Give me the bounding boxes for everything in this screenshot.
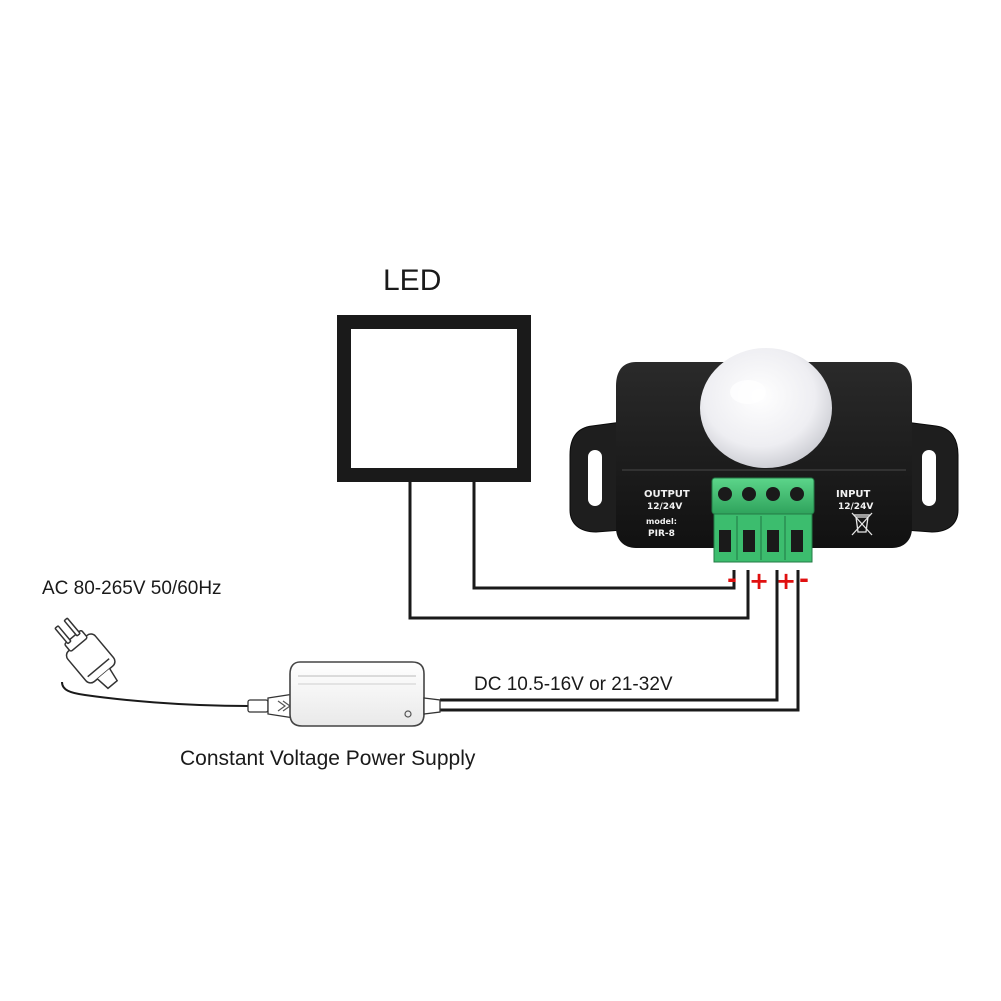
output-title: OUTPUT [644, 489, 690, 500]
wire-led-positive [408, 479, 750, 620]
crossed-bin-icon [851, 512, 873, 536]
terminal-screw-2 [742, 487, 756, 501]
polarity-t2: + [749, 567, 769, 595]
led-panel [337, 315, 531, 482]
terminal-screw-1 [718, 487, 732, 501]
power-supply-label: Constant Voltage Power Supply [180, 747, 476, 770]
power-supply [247, 661, 441, 727]
input-voltage: 12/24V [838, 502, 873, 512]
pir-dome [700, 348, 832, 468]
terminal-screw-4 [790, 487, 804, 501]
sensor-slot-left [588, 450, 602, 506]
output-voltage: 12/24V [647, 502, 682, 512]
polarity-t3: + [776, 567, 796, 595]
wire-psu-negative [440, 570, 800, 712]
polarity-marks: - + + - [727, 565, 809, 595]
pir-sensor: OUTPUT 12/24V model: PIR-8 INPUT 12/24V [569, 348, 959, 563]
dc-output-label: DC 10.5-16V or 21-32V [474, 674, 673, 695]
ac-plug-icon [54, 617, 119, 690]
wire-led-negative [472, 479, 736, 590]
model-label: model: [646, 517, 677, 526]
wire-ac-cable [61, 681, 249, 707]
polarity-t4: - [799, 565, 809, 593]
input-title: INPUT [836, 489, 871, 500]
wire-psu-positive [440, 570, 779, 702]
model-name: PIR-8 [648, 529, 675, 539]
terminal-screw-3 [766, 487, 780, 501]
psu-indicator-light [404, 710, 412, 718]
sensor-slot-right [922, 450, 936, 506]
terminal-block [711, 477, 815, 563]
wires [61, 479, 800, 712]
ac-input-label: AC 80-265V 50/60Hz [42, 578, 222, 599]
polarity-t1: - [727, 565, 737, 593]
psu-body [289, 661, 425, 727]
led-label: LED [383, 264, 441, 297]
